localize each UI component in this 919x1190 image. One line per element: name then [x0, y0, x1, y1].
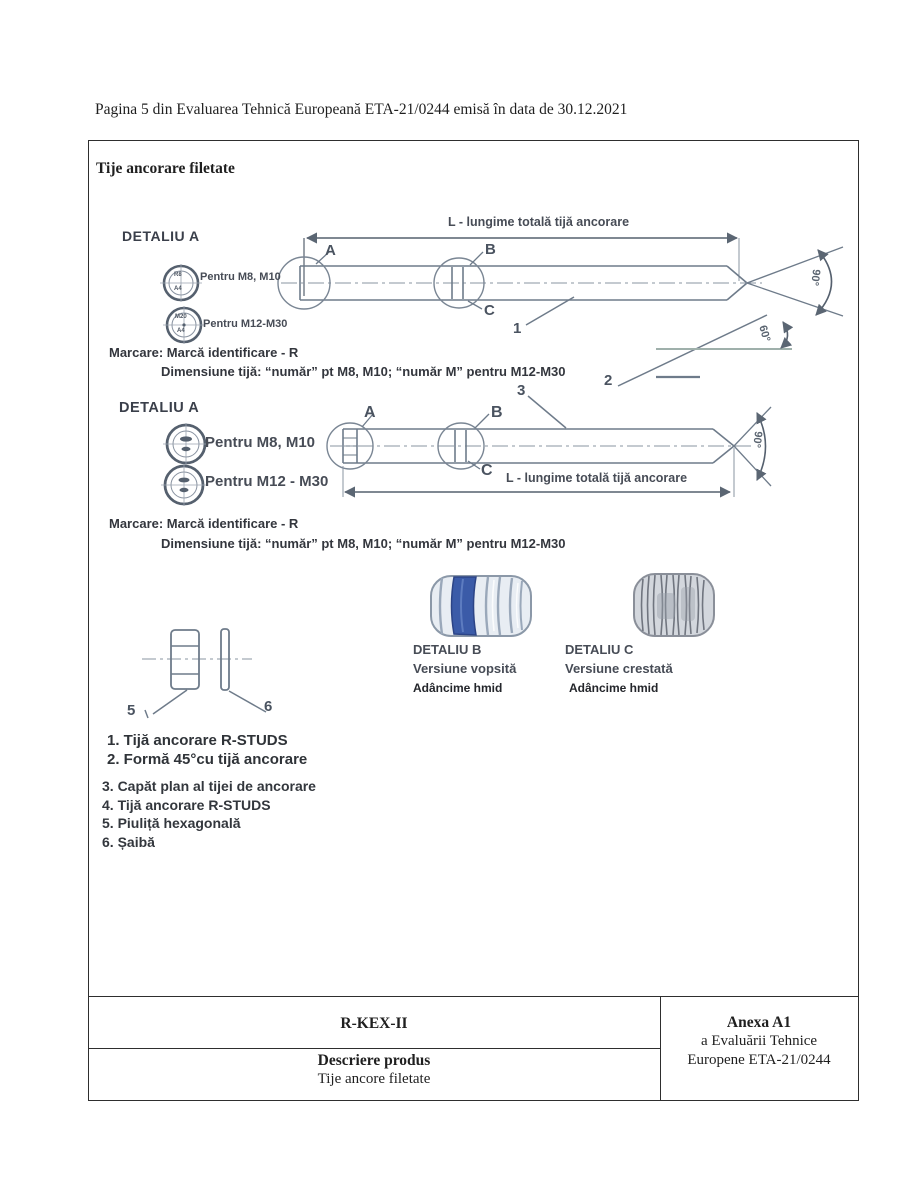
- callout-5: 5: [127, 702, 136, 719]
- box-title: Tije ancorare filetate: [96, 160, 235, 177]
- pentru-m8-label-1: Pentru M8, M10: [200, 271, 281, 283]
- product-name-cell: R-KEX-II: [340, 1015, 408, 1032]
- stamp1-bottom-mark: A4: [174, 286, 182, 292]
- section-letter-b-2: B: [491, 404, 503, 421]
- content-frame: [88, 140, 859, 1101]
- legend-item: 2. Formă 45°cu tijă ancorare: [107, 751, 308, 768]
- table-horizontal-divider: [88, 1048, 660, 1049]
- detaliu-c-depth: Adâncime hmid: [569, 681, 659, 695]
- legend-bottom: 3. Capăt plan al tijei de ancorare 4. Ti…: [102, 777, 316, 851]
- callout-2: 2: [604, 372, 613, 389]
- marcare-line1-2: Marcare: Marcă identificare - R: [109, 516, 299, 531]
- section-title-cell: Descriere produs: [317, 1052, 431, 1069]
- callout-3: 3: [517, 382, 526, 399]
- angle-90-label-2: 90°: [750, 430, 764, 449]
- dim-label-2: L - lungime totală tijă ancorare: [506, 471, 688, 485]
- detaliu-b-subtitle: Versiune vopsită: [413, 661, 517, 676]
- nut-washer-drawing: [142, 628, 267, 719]
- pentru-m12-label-1: Pentru M12-M30: [203, 318, 288, 330]
- page-header: Pagina 5 din Evaluarea Tehnică Europeană…: [95, 101, 628, 118]
- annex-line2: a Evaluării Tehnice: [700, 1033, 818, 1049]
- thread-photo-crested: [633, 573, 715, 637]
- marcare-line2-2: Dimensiune tijă: “număr” pt M8, M10; “nu…: [161, 536, 566, 551]
- annex-line3: Europene ETA-21/0244: [687, 1052, 831, 1068]
- angle-90-label-1: 90°: [808, 268, 822, 287]
- detaliu-c-title: DETALIU C: [565, 642, 634, 657]
- marcare-line2-1: Dimensiune tijă: “număr” pt M8, M10; “nu…: [161, 364, 566, 379]
- section-letter-b-1: B: [485, 241, 496, 258]
- detaliu-b-title: DETALIU B: [413, 642, 482, 657]
- stamp2-bottom-mark: A4: [177, 328, 185, 334]
- legend-item: 5. Piuliță hexagonală: [102, 815, 241, 831]
- legend-top: 1. Tijă ancorare R-STUDS 2. Formă 45°cu …: [107, 731, 307, 769]
- section-letter-c-2: C: [481, 462, 493, 479]
- pentru-m8-label-2: Pentru M8, M10: [205, 434, 316, 451]
- section-subtitle-cell: Tije ancore filetate: [317, 1071, 431, 1087]
- marcare-line1-1: Marcare: Marcă identificare - R: [109, 345, 299, 360]
- callout-1: 1: [513, 320, 522, 337]
- end-stamp-circles-2: [161, 423, 209, 506]
- dim-label-1: L - lungime totală tijă ancorare: [448, 215, 630, 229]
- rod-drawing-2: [326, 395, 772, 498]
- section-letter-a-2: A: [364, 404, 376, 421]
- stamp1-top-mark: R8: [174, 272, 182, 278]
- thread-photo-painted: [430, 575, 532, 637]
- detaliu-a-label-1: DETALIU A: [122, 228, 200, 244]
- pentru-m12-label-2: Pentru M12 - M30: [205, 473, 329, 490]
- end-stamp-circles-1: [160, 264, 205, 344]
- detaliu-a-label-2: DETALIU A: [119, 400, 200, 416]
- detaliu-b-depth: Adâncime hmid: [413, 681, 503, 695]
- stamp2-top-mark: M20: [175, 314, 187, 320]
- table-vertical-divider: [660, 996, 661, 1100]
- section-letter-a-1: A: [325, 242, 336, 259]
- legend-item: 3. Capăt plan al tijei de ancorare: [102, 778, 316, 794]
- annex-title: Anexa A1: [726, 1014, 792, 1031]
- section-letter-c-1: C: [484, 302, 495, 319]
- table-top-border: [88, 996, 858, 997]
- detaliu-c-subtitle: Versiune crestată: [565, 661, 673, 676]
- legend-item: 6. Șaibă: [102, 833, 155, 850]
- callout-6: 6: [264, 698, 273, 715]
- legend-item: 4. Tijă ancorare R-STUDS: [102, 796, 271, 813]
- rod-drawing-1: [277, 232, 844, 387]
- legend-item: 1. Tijă ancorare R-STUDS: [107, 732, 288, 749]
